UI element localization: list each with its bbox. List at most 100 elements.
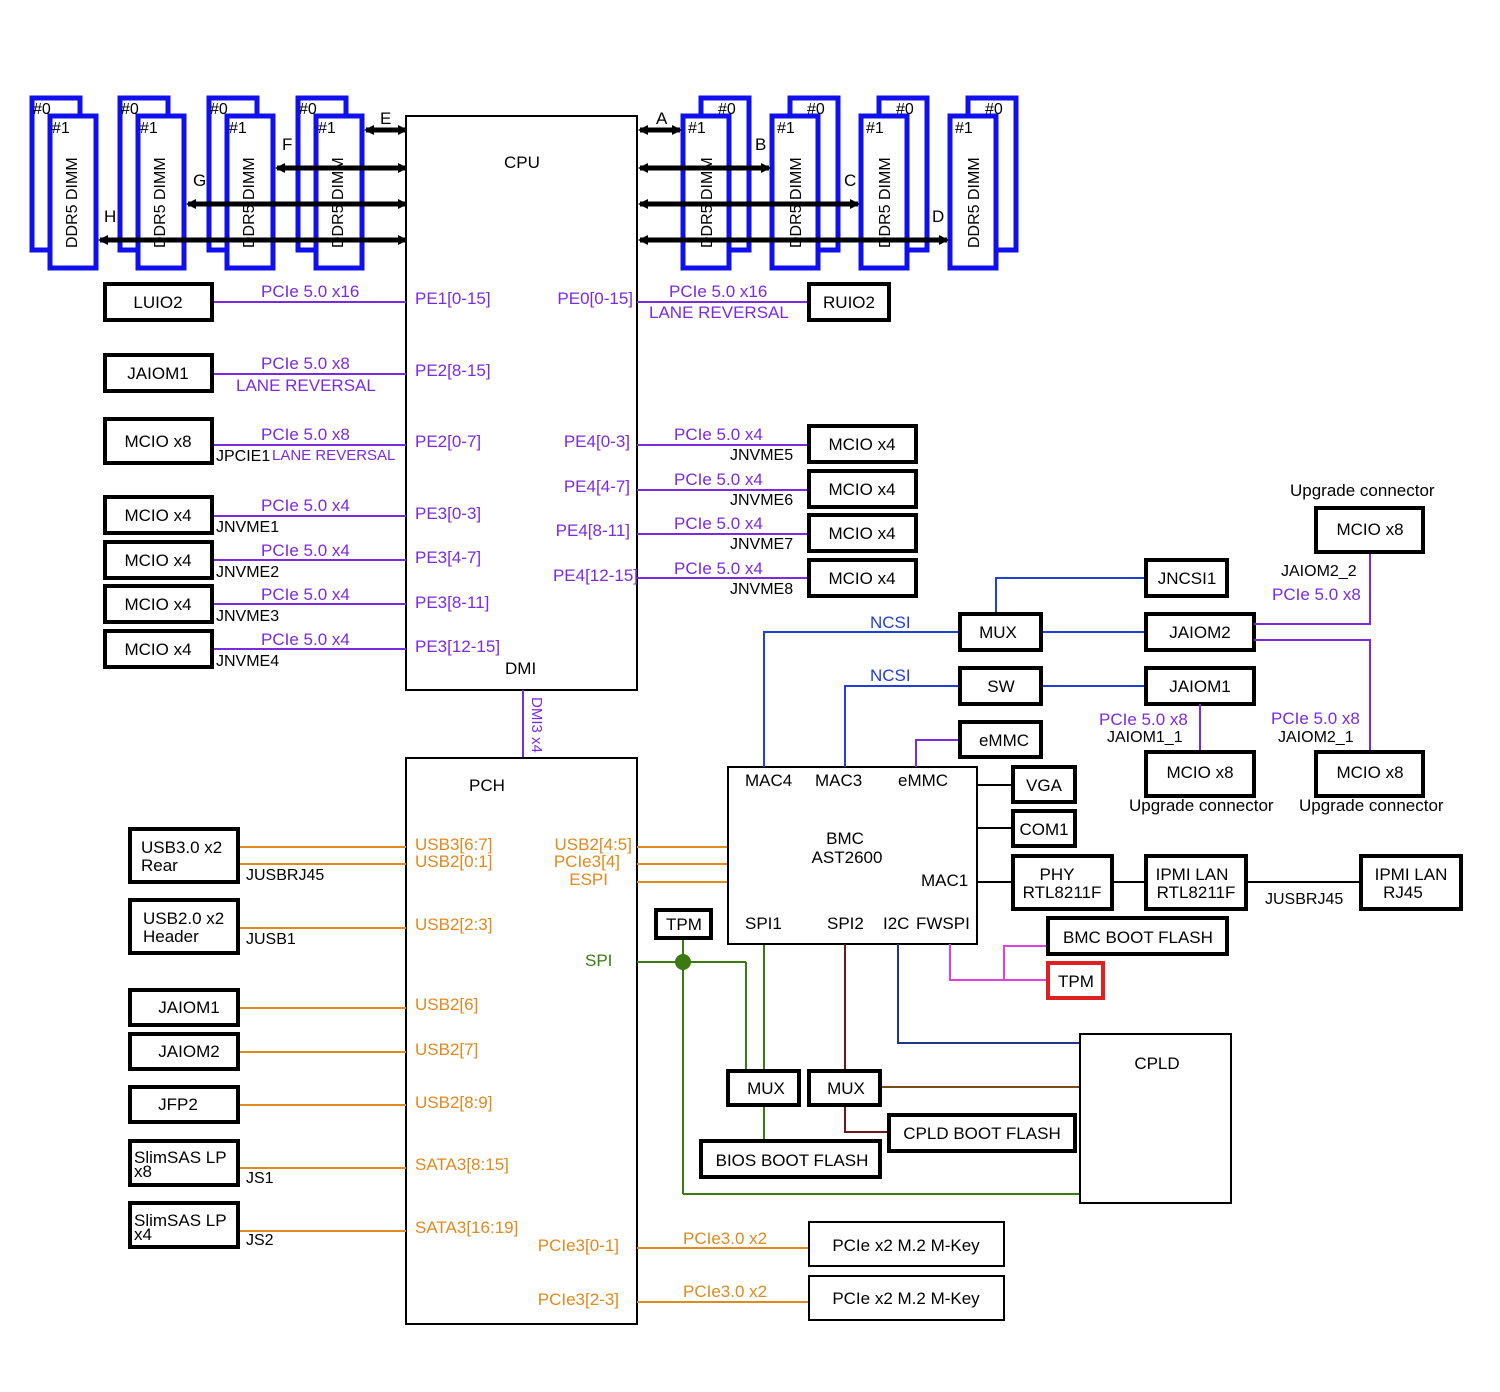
mcio-x4-box [807, 513, 918, 553]
mcio-x4-label: MCIO x4 [124, 506, 191, 525]
tpm-pch-box [654, 908, 713, 940]
link-label-pcie-x8: PCIe 5.0 x8 [261, 425, 350, 444]
jnvme5-label: JNVME5 [730, 447, 793, 464]
mcio-x8-label: MCIO x8 [1336, 763, 1403, 782]
dimm-slot0-label: #0 [985, 101, 1003, 118]
link-label-pcie-x4: PCIe 5.0 x4 [674, 559, 763, 578]
i2c-link [897, 944, 1080, 1044]
dimm-slot0-label: #0 [896, 101, 914, 118]
jaiom1-box [128, 988, 240, 1027]
bmc-port-mac1: MAC1 [921, 871, 968, 890]
bmc-port-fwspi: FWSPI [916, 914, 970, 933]
luio2-box [103, 282, 214, 322]
jaiom1-1-label: JAIOM1_1 [1107, 729, 1183, 746]
dimm-slot0-label: #0 [299, 101, 317, 118]
jaiom1-label: JAIOM1 [1169, 677, 1230, 696]
bmc-port-mac3: MAC3 [815, 771, 862, 790]
jfp2-box [128, 1085, 240, 1124]
mcio-x4-box [807, 469, 918, 509]
cpu-port-pe3-8: PE3[8-11] [415, 593, 489, 612]
pch-port-usb3-67: USB3[6:7] [415, 835, 493, 854]
mcio-x4-label: MCIO x4 [828, 524, 895, 543]
slimsas-width-label: x4 [134, 1225, 152, 1244]
dimm-slot1-label: #1 [318, 120, 336, 137]
link-label-pcie-x4: PCIe 5.0 x4 [674, 470, 763, 489]
cpld-boot-flash-box [887, 1113, 1077, 1153]
usb2-label: USB2.0 x2 [143, 909, 224, 928]
mcio-x4-box [103, 584, 214, 624]
link-label-pcie-x4: PCIe 5.0 x4 [261, 496, 350, 515]
slimsas-label: SlimSAS LP [134, 1148, 227, 1167]
channel-label-b: B [755, 135, 766, 154]
ruio2-box [807, 282, 891, 322]
ipmi-rj45-sub-label: RJ45 [1383, 883, 1423, 902]
ipmi-lan-label: IPMI LAN [1156, 865, 1229, 884]
jusbrj45-label: JUSBRJ45 [246, 867, 324, 884]
ipmi-rj45-box [1359, 854, 1463, 911]
pch-port-pcie3-4: PCIe3[4] [554, 852, 620, 871]
pch-block [405, 757, 638, 1325]
emmc-box [958, 720, 1043, 759]
slimsas-width-label: x8 [134, 1162, 152, 1181]
usb3-box [128, 827, 240, 884]
jnvme3-label: JNVME3 [216, 608, 279, 625]
spi2-links [844, 944, 889, 1133]
jusbrj45-label: JUSBRJ45 [1265, 891, 1343, 908]
link-label-pcie-x8: PCIe 5.0 x8 [1272, 585, 1361, 604]
link-label-pcie-x4: PCIe 5.0 x4 [674, 514, 763, 533]
jaiom2-label: JAIOM2 [158, 1042, 219, 1061]
vga-box [1011, 765, 1077, 804]
ipmi-lan-chip-label: RTL8211F [1157, 883, 1236, 902]
jaiom1-label: JAIOM1 [158, 998, 219, 1017]
sw-box [958, 666, 1043, 706]
link-label-pcie-x8: PCIe 5.0 x8 [1099, 710, 1188, 729]
mcio-x4-box [103, 495, 214, 535]
dimm-slot1-label: #1 [229, 120, 247, 137]
channel-label-a: A [656, 109, 668, 128]
jnvme4-label: JNVME4 [216, 653, 279, 670]
link-label-pcie-x4: PCIe 5.0 x4 [261, 585, 350, 604]
jnvme7-label: JNVME7 [730, 536, 793, 553]
vga-label: VGA [1026, 776, 1063, 795]
jncsi1-label: JNCSI1 [1158, 569, 1217, 588]
jfp2-label: JFP2 [158, 1095, 198, 1114]
mcio-x4-box [807, 558, 918, 598]
mcio-x4-box [103, 629, 214, 669]
mux-spi1-label: MUX [747, 1079, 785, 1098]
mux-spi2-box [807, 1069, 882, 1107]
mcio-x8-upgrade-box [1144, 750, 1256, 798]
cpu-port-pe3-12: PE3[12-15] [415, 637, 500, 656]
mcio-x4-label: MCIO x4 [124, 595, 191, 614]
jaiom2-box [128, 1032, 240, 1071]
pch-port-pcie3-23: PCIe3[2-3] [538, 1290, 619, 1309]
pch-port-espi: ESPI [569, 870, 608, 889]
upgrade-connector-label: Upgrade connector [1129, 796, 1274, 815]
pch-port-usb2-01: USB2[0:1] [415, 852, 493, 871]
dmi3-label: DMI3 x4 [528, 697, 545, 753]
mcio-x4-label: MCIO x4 [828, 569, 895, 588]
pch-bmc-links [637, 846, 809, 1303]
com1-label: COM1 [1019, 820, 1068, 839]
channel-label-f: F [282, 135, 292, 154]
cpu-port-pe2-lower: PE2[0-7] [415, 432, 481, 451]
link-label-lane-reversal: LANE REVERSAL [649, 303, 789, 322]
bmc-boot-flash-box [1046, 916, 1229, 956]
m2-label: PCIe x2 M.2 M-Key [832, 1236, 980, 1255]
cpu-left-pcie-links [212, 301, 406, 650]
slimsas-x4-box [128, 1201, 240, 1249]
dimm-label: DDR5 DIMM [877, 157, 894, 248]
channel-label-d: D [932, 207, 944, 226]
mcio-x4-label: MCIO x4 [828, 435, 895, 454]
link-label-pcie-x4: PCIe 5.0 x4 [261, 630, 350, 649]
bmc-block [727, 766, 978, 945]
js1-label: JS1 [246, 1170, 274, 1187]
emmc-link [915, 739, 960, 767]
mcio-x8-upgrade-box [1314, 750, 1425, 798]
dimm-label: DDR5 DIMM [152, 157, 169, 248]
cpld-block [1079, 1033, 1232, 1204]
usb2-box [128, 898, 240, 955]
spi-bus [637, 937, 1080, 1195]
cpu-port-pe3-4: PE3[4-7] [415, 548, 481, 567]
ruio2-label: RUIO2 [823, 293, 875, 312]
